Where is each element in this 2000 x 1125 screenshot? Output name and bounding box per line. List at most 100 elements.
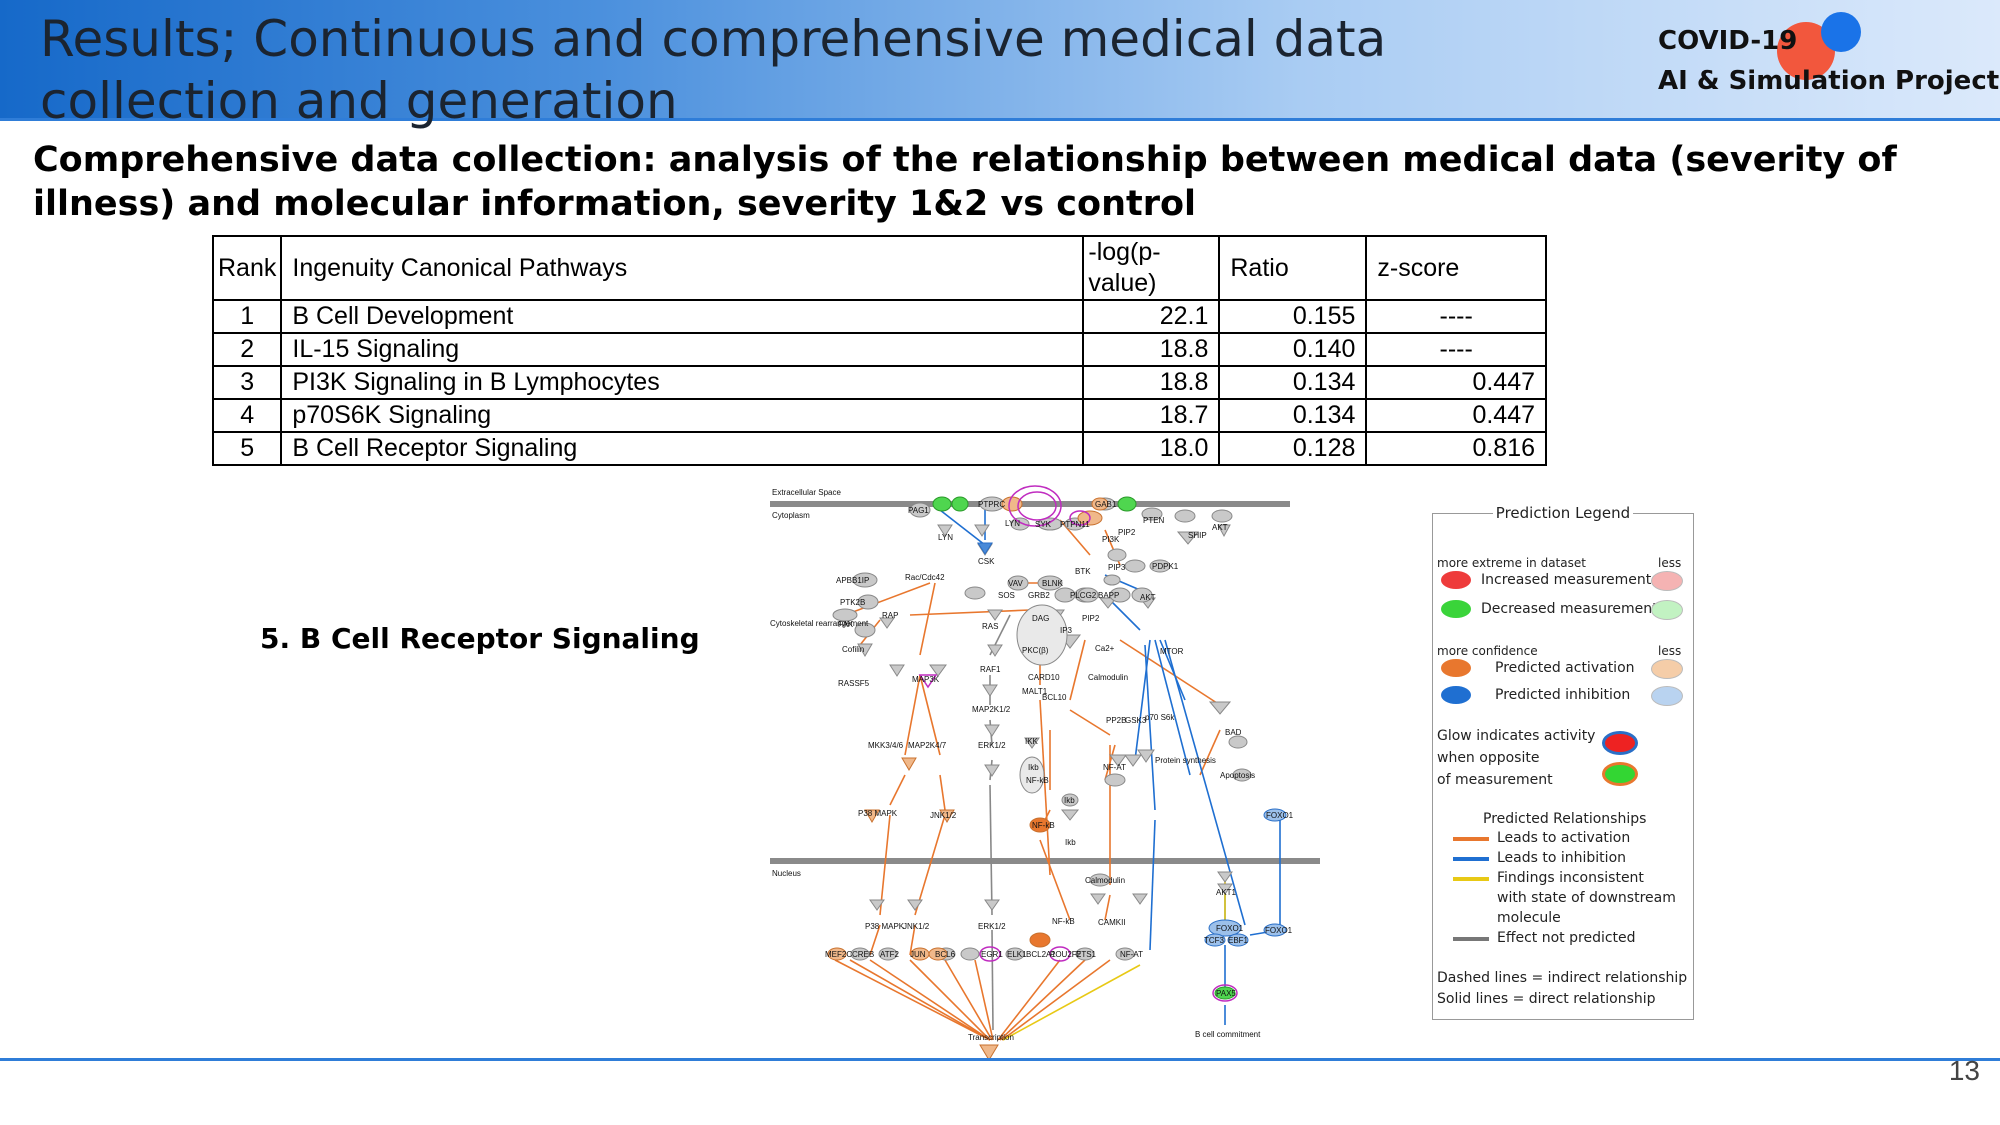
legend-title: Prediction Legend (1492, 504, 1634, 522)
rank-cell: 3 (211, 365, 283, 400)
node-protein-synthesis: Protein synthesis (1155, 756, 1216, 765)
node-mtor: MTOR (1160, 647, 1184, 656)
node-blnk: BLNK (1042, 579, 1064, 588)
legend-rel-inconsistent-1: Findings inconsistent (1497, 870, 1644, 886)
nuclear-membrane (770, 858, 1320, 864)
logo-blue-circle (1821, 12, 1861, 52)
glow-nodes (918, 485, 1238, 1002)
node-p70-s6k: p70 S6k (1145, 713, 1175, 722)
node-pax5: PAX5 (1216, 989, 1236, 998)
node-jun: JUN (910, 950, 926, 959)
node-dag: DAG (1032, 614, 1049, 623)
neglogp-cell: 18.8 (1082, 365, 1221, 400)
pathway-cell: B Cell Receptor Signaling (280, 431, 1085, 466)
legend-confidence-label: more confidence (1437, 644, 1538, 658)
node-jnk-nucleus: JNK1/2 (903, 922, 930, 931)
ratio-cell: 0.140 (1218, 332, 1368, 367)
node-camkii: CAMKII (1098, 918, 1126, 927)
neglogp-cell: 18.0 (1082, 431, 1221, 466)
node-pten: PTEN (1143, 516, 1165, 525)
node-erk12: ERK1/2 (978, 741, 1006, 750)
footer-divider (0, 1058, 2000, 1061)
node-map2k12: MAP2K1/2 (972, 705, 1011, 714)
node-pou2f2: POU2F2 (1050, 950, 1082, 959)
node-jnk12: JNK1/2 (930, 811, 957, 820)
node-foxo1-nucleus: FOXO1 (1265, 926, 1293, 935)
rank-cell: 4 (211, 398, 283, 433)
legend-rel-inconsistent-2: with state of downstream (1497, 890, 1676, 906)
pathway-cell: PI3K Signaling in B Lymphocytes (280, 365, 1085, 400)
node-akt: AKT (1140, 593, 1156, 602)
legend-less-2: less (1658, 644, 1682, 658)
logo-line-2: AI & Simulation Project (1658, 66, 2000, 96)
node-plcg2: PLCG2 (1070, 591, 1097, 600)
node-ptprc: PTPRC (978, 500, 1005, 509)
inhibition-line-swatch (1453, 857, 1489, 861)
activation-less-swatch (1651, 659, 1683, 679)
node-ptpn11: PTPN11 (1060, 520, 1090, 529)
node-csk: CSK (978, 557, 995, 566)
pathway-cell: IL-15 Signaling (280, 332, 1085, 367)
node-bad: BAD (1225, 728, 1242, 737)
pathway-cell: B Cell Development (280, 299, 1085, 334)
node-tcf3: TCF3 (1204, 936, 1225, 945)
glow-green-swatch (1605, 765, 1635, 783)
node-creb: CREB (852, 950, 874, 959)
legend-decreased: Decreased measurement (1481, 601, 1658, 617)
measured-gray-nodes (832, 496, 1252, 961)
node-ikk: IKK (1025, 737, 1039, 746)
decreased-swatch (1441, 600, 1471, 618)
legend-glow-line-1: Glow indicates activity (1437, 728, 1596, 744)
node-atf2: ATF2 (880, 950, 900, 959)
header-ratio: Ratio (1218, 235, 1368, 301)
node-bapp: BAPP (1098, 591, 1119, 600)
header-pathway: Ingenuity Canonical Pathways (280, 235, 1085, 301)
inhibition-swatch (1441, 686, 1471, 704)
node-syk: SYK (1035, 520, 1052, 529)
node-raf1: RAF1 (980, 665, 1001, 674)
node-elk1: ELK1 (1007, 950, 1027, 959)
legend-solid: Solid lines = direct relationship (1437, 991, 1656, 1007)
node-ip3: IP3 (1060, 626, 1073, 635)
node-rassf5: RASSF5 (838, 679, 870, 688)
legend-less-1: less (1658, 556, 1682, 570)
legend-dataset-label: more extreme in dataset (1437, 556, 1586, 570)
rank-cell: 2 (211, 332, 283, 367)
plasma-membrane (770, 501, 1290, 507)
node-sos: SOS (998, 591, 1015, 600)
node-nf-at: NF-AT (1103, 763, 1126, 772)
node-mef2c: MEF2C (825, 950, 852, 959)
zscore-cell: 0.816 (1365, 431, 1547, 466)
unpredicted-line-swatch (1453, 937, 1489, 941)
node-malt1: MALT1 (1022, 687, 1048, 696)
legend-rel-activation: Leads to activation (1497, 830, 1631, 846)
pathway-cell: p70S6K Signaling (280, 398, 1085, 433)
node-p38-nucleus: P38 MAPK (865, 922, 905, 931)
inhibition-less-swatch (1651, 686, 1683, 706)
activation-swatch (1441, 659, 1471, 677)
legend-glow-line-2: when opposite (1437, 750, 1540, 766)
node-cofilin: Cofilin (842, 645, 864, 654)
node-vav: VAV (1008, 579, 1023, 588)
zscore-cell: ---- (1365, 299, 1547, 334)
decreased-nodes (932, 496, 1236, 1000)
node-akt-2: AKT (1212, 523, 1228, 532)
header-rank: Rank (211, 235, 283, 301)
predicted-inhibition-nodes (977, 542, 1287, 947)
node-ca2: Ca2+ (1095, 644, 1115, 653)
nucleus-label: Nucleus (772, 869, 801, 878)
increased-swatch (1441, 571, 1471, 589)
inconsistent-line-swatch (1453, 877, 1489, 881)
node-foxo1-cyto: FOXO1 (1266, 811, 1294, 820)
node-apoptosis: Apoptosis (1220, 771, 1255, 780)
unpredicted-edges (989, 614, 1011, 1031)
node-ets1: ETS1 (1076, 950, 1097, 959)
node-rap: RAP (882, 611, 898, 620)
node-cytoskeletal: Cytoskeletal rearrangement (770, 619, 869, 628)
